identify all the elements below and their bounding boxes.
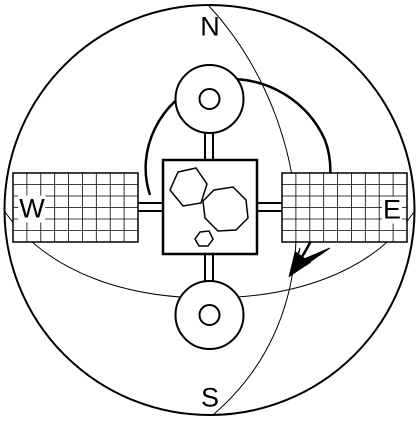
south-antenna [174,280,245,350]
west-solar-panel [12,172,139,243]
east-label: E [381,194,403,225]
orbit-arrow-icon [288,247,331,278]
body-hexagon-large [169,167,208,207]
body-octagon [202,186,249,232]
body-hexagon-small [194,230,214,247]
north-label: N [200,11,220,42]
north-antenna [174,64,245,134]
satellite-body [161,158,259,256]
south-label: S [200,382,220,413]
west-label: W [18,193,46,224]
